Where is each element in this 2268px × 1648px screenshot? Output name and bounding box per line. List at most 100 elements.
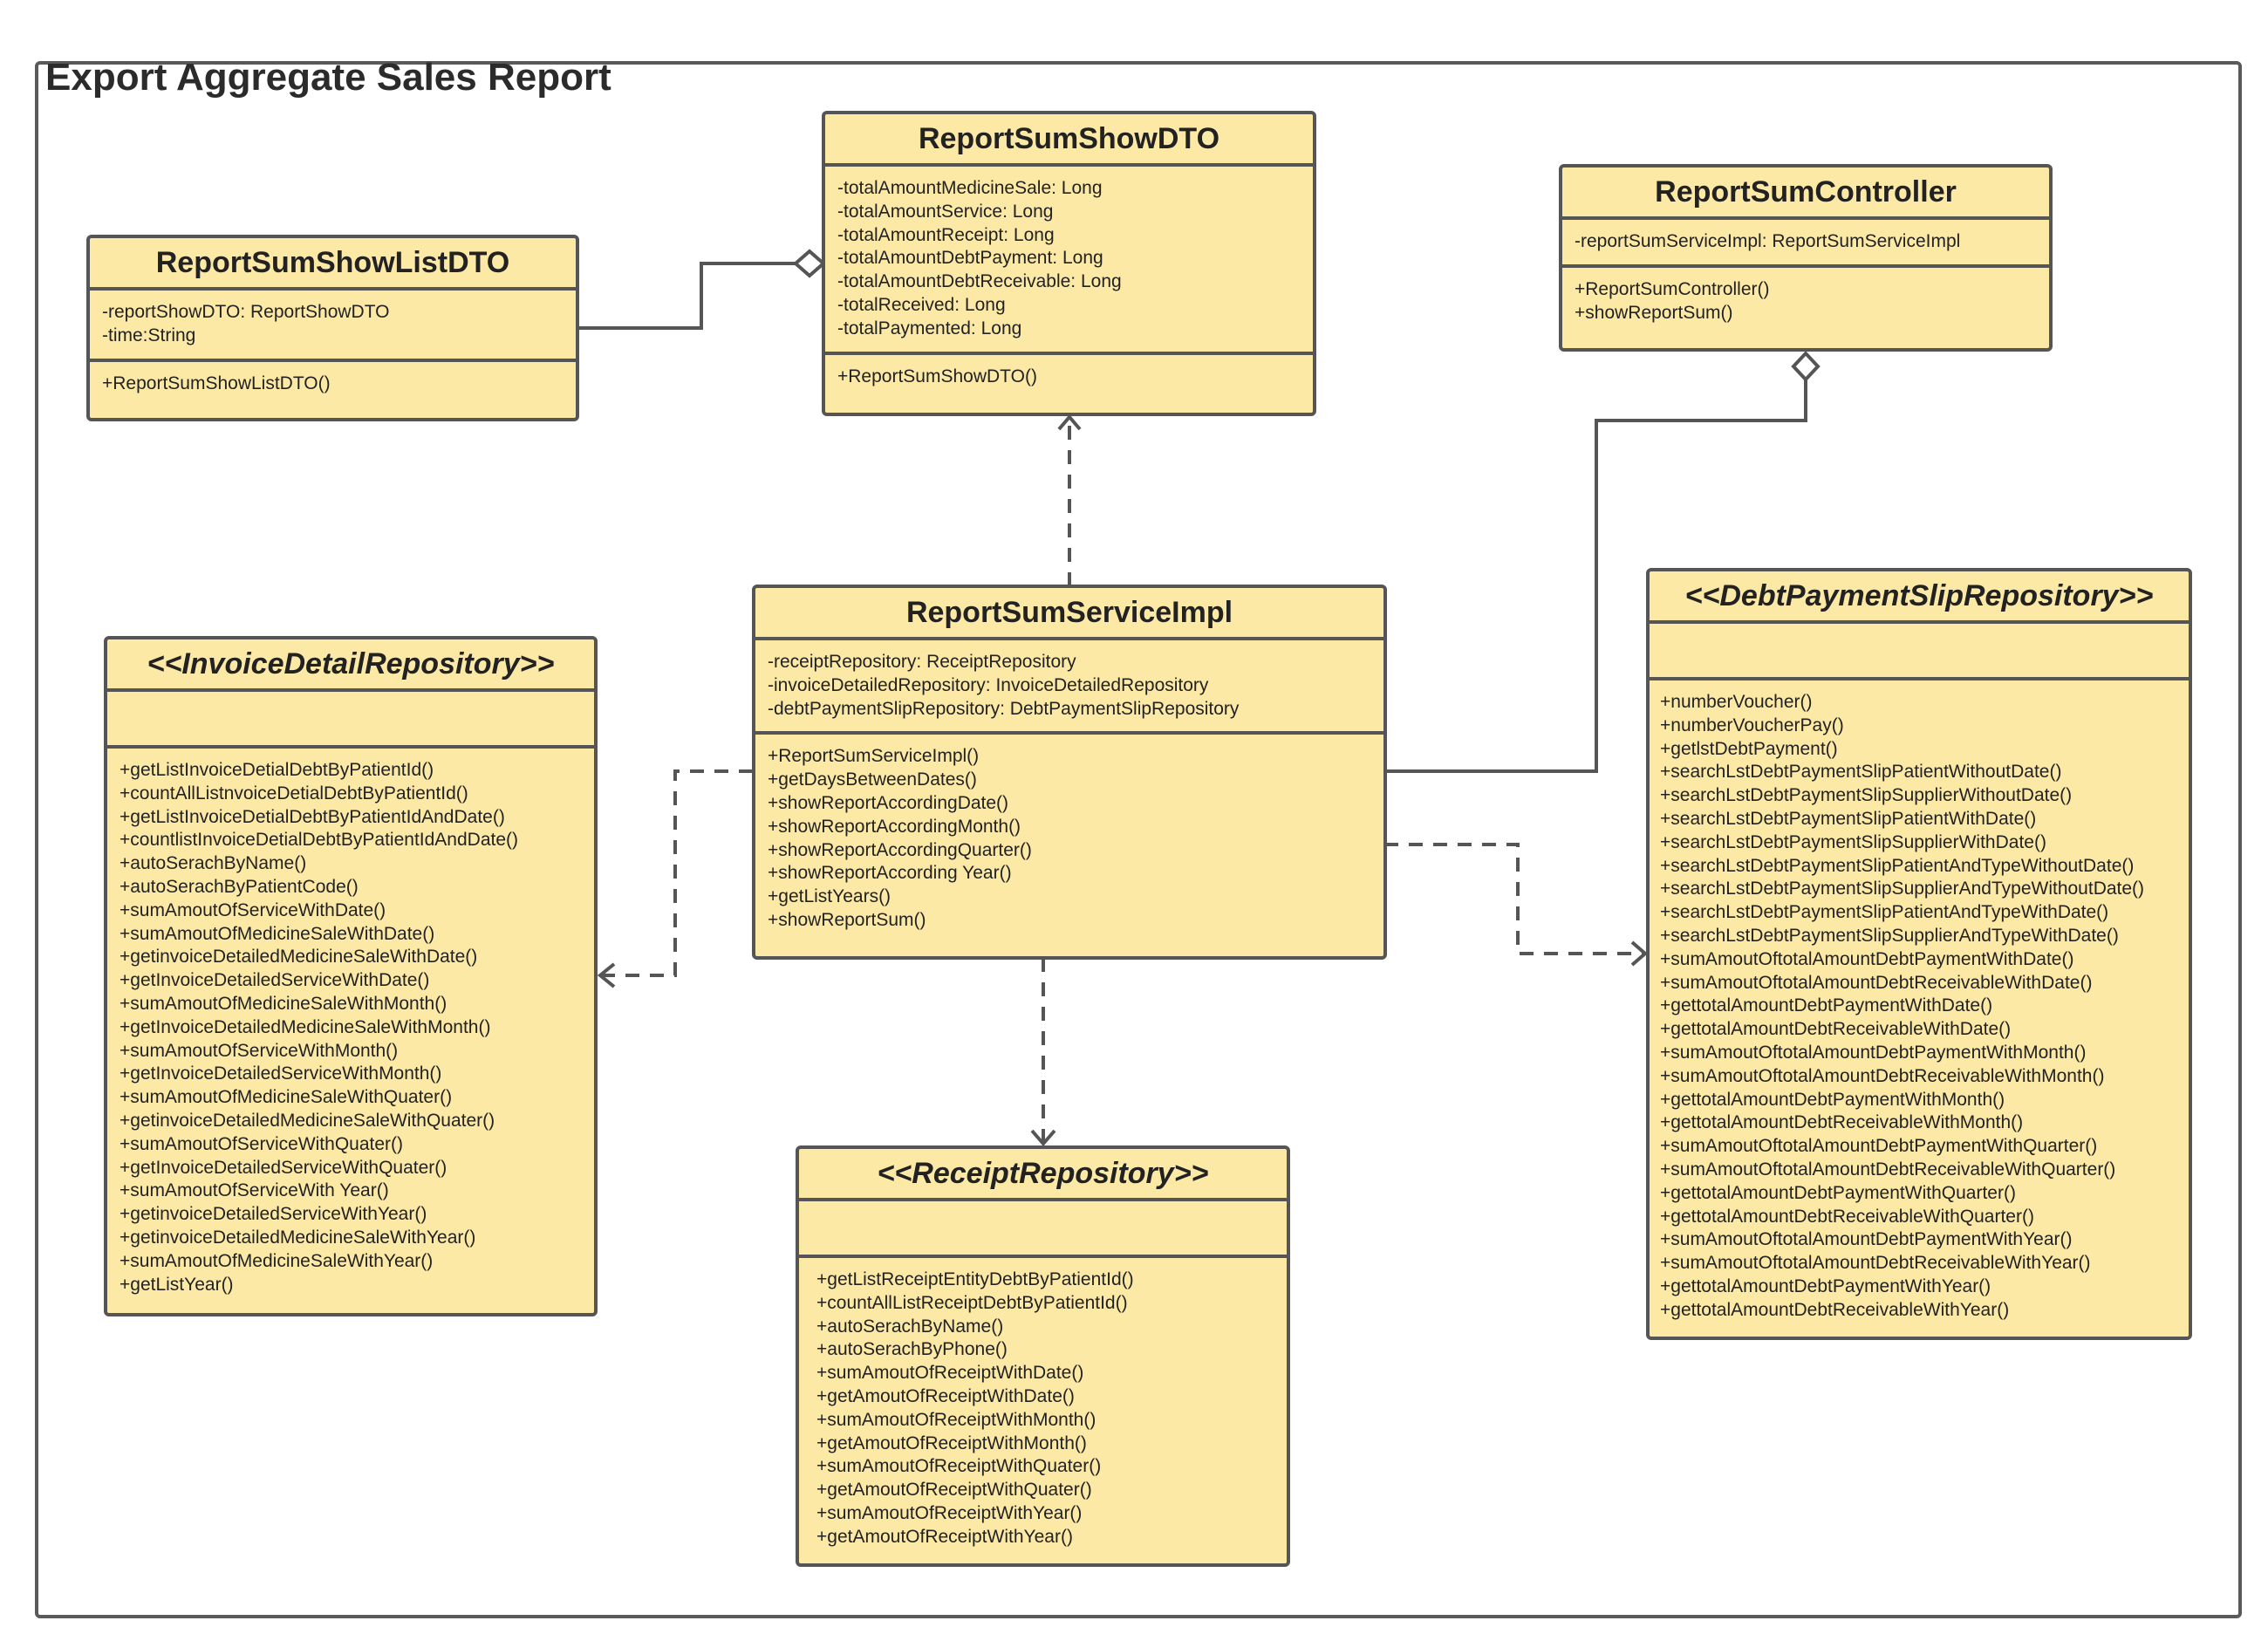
attributes-compartment: -reportSumServiceImpl: ReportSumServiceI…: [1562, 220, 2049, 268]
attributes-compartment: [799, 1201, 1287, 1258]
operation: +sumAmoutOfMedicineSaleWithQuater(): [120, 1087, 453, 1108]
operation: +searchLstDebtPaymentSlipSupplierWithDat…: [1660, 831, 2046, 852]
operation: +searchLstDebtPaymentSlipPatientAndTypeW…: [1660, 902, 2109, 923]
class-report-sum-show-dto[interactable]: ReportSumShowDTO -totalAmountMedicineSal…: [822, 111, 1316, 416]
attribute: -totalAmountMedicineSale: Long: [837, 178, 1103, 198]
operation: +sumAmoutOfReceiptWithQuater(): [816, 1456, 1102, 1477]
operation: +getInvoiceDetailedMedicineSaleWithMonth…: [120, 1016, 491, 1037]
operation: +gettotalAmountDebtPaymentWithDate(): [1660, 995, 1993, 1016]
operation: +sumAmoutOfServiceWithDate(): [120, 899, 386, 920]
attribute: -debtPaymentSlipRepository: DebtPaymentS…: [768, 698, 1240, 719]
attribute: -totalAmountDebtReceivable: Long: [837, 271, 1122, 292]
class-name: ReportSumShowDTO: [825, 114, 1313, 167]
dependency-arrowhead-debt: [1630, 940, 1649, 967]
operation: +gettotalAmountDebtPaymentWithMonth(): [1660, 1089, 2005, 1110]
operations-compartment: +ReportSumShowListDTO(): [90, 362, 576, 407]
operation: +searchLstDebtPaymentSlipSupplierWithout…: [1660, 785, 2073, 806]
operation: +ReportSumShowListDTO(): [102, 373, 331, 393]
operation: +sumAmoutOftotalAmountDebtReceivableWith…: [1660, 972, 2093, 993]
aggregation-line-listdto-showdto: [577, 262, 796, 330]
operation: +getListYears(): [768, 886, 891, 907]
operation: +showReportAccordingDate(): [768, 792, 1009, 813]
operation: +autoSerachByName(): [120, 853, 307, 874]
operations-compartment: +ReportSumServiceImpl() +getDaysBetweenD…: [755, 735, 1383, 942]
aggregation-line-service-controller: [1384, 380, 1807, 773]
class-report-sum-controller[interactable]: ReportSumController -reportSumServiceImp…: [1559, 164, 2053, 352]
attribute: -totalPaymented: Long: [837, 318, 1022, 338]
operation: +searchLstDebtPaymentSlipPatientWithoutD…: [1660, 762, 2062, 783]
operation: +showReportAccordingQuarter(): [768, 839, 1032, 860]
class-invoice-detail-repository[interactable]: <<InvoiceDetailRepository>> +getListInvo…: [104, 636, 598, 1316]
class-name: ReportSumShowListDTO: [90, 238, 576, 291]
attribute: -time:String: [102, 325, 196, 345]
operation: +gettotalAmountDebtReceivableWithMonth(): [1660, 1112, 2024, 1133]
operation: +gettotalAmountDebtPaymentWithYear(): [1660, 1275, 1991, 1296]
operation: +sumAmoutOfReceiptWithMonth(): [816, 1409, 1096, 1430]
operation: +sumAmoutOfServiceWithQuater(): [120, 1133, 404, 1154]
dependency-arrowhead-receipt: [1030, 1129, 1056, 1147]
operation: +getAmoutOfReceiptWithQuater(): [816, 1480, 1092, 1501]
operation: +showReportSum(): [768, 909, 926, 930]
operation: +getinvoiceDetailedServiceWithYear(): [120, 1204, 427, 1225]
operation: +sumAmoutOfMedicineSaleWithMonth(): [120, 993, 447, 1014]
operation: +showReportSum(): [1575, 302, 1733, 323]
attributes-compartment: [107, 692, 594, 749]
operation: +sumAmoutOftotalAmountDebtReceivableWith…: [1660, 1253, 2091, 1274]
class-name: <<InvoiceDetailRepository>>: [107, 639, 594, 692]
attributes-compartment: -reportShowDTO: ReportShowDTO -time:Stri…: [90, 291, 576, 362]
operation: +sumAmoutOfServiceWith Year(): [120, 1180, 389, 1201]
operation: +getAmoutOfReceiptWithDate(): [816, 1385, 1075, 1406]
operations-compartment: +numberVoucher() +numberVoucherPay() +ge…: [1650, 680, 2189, 1333]
operation: +getlstDebtPayment(): [1660, 738, 1838, 759]
operation: +searchLstDebtPaymentSlipSupplierAndType…: [1660, 925, 2119, 946]
operation: +sumAmoutOfReceiptWithDate(): [816, 1363, 1084, 1384]
operation: +countlistInvoiceDetialDebtByPatientIdAn…: [120, 830, 518, 851]
operation: +searchLstDebtPaymentSlipSupplierAndType…: [1660, 879, 2145, 899]
operation: +gettotalAmountDebtReceivableWithDate(): [1660, 1019, 2012, 1040]
operation: +sumAmoutOfMedicineSaleWithYear(): [120, 1250, 434, 1271]
operation: +ReportSumController(): [1575, 278, 1770, 299]
operation: +autoSerachByPatientCode(): [120, 876, 359, 897]
diagram-frame: [35, 61, 2242, 1618]
attribute: -receiptRepository: ReceiptRepository: [768, 652, 1076, 672]
attribute: -reportShowDTO: ReportShowDTO: [102, 302, 390, 322]
diagram-title: Export Aggregate Sales Report: [45, 56, 611, 99]
operation: +getinvoiceDetailedMedicineSaleWithDate(…: [120, 947, 478, 968]
operation: +sumAmoutOfMedicineSaleWithDate(): [120, 923, 435, 944]
aggregation-diamond-showdto: [792, 249, 827, 278]
operation: +ReportSumShowDTO(): [837, 366, 1037, 386]
class-debt-payment-slip-repository[interactable]: <<DebtPaymentSlipRepository>> +numberVou…: [1646, 568, 2192, 1340]
operation: +getListReceiptEntityDebtByPatientId(): [816, 1269, 1134, 1289]
class-name: ReportSumController: [1562, 168, 2049, 220]
class-receipt-repository[interactable]: <<ReceiptRepository>> +getListReceiptEnt…: [796, 1145, 1290, 1567]
operation: +countAllListnvoiceDetialDebtByPatientId…: [120, 783, 468, 803]
attributes-compartment: [1650, 624, 2189, 680]
operation: +gettotalAmountDebtReceivableWithYear(): [1660, 1299, 2010, 1320]
operation: +getInvoiceDetailedServiceWithQuater(): [120, 1157, 447, 1178]
operation: +sumAmoutOftotalAmountDebtPaymentWithMon…: [1660, 1042, 2087, 1063]
dependency-arrowhead-showdto: [1057, 414, 1082, 431]
attribute: -totalAmountReceipt: Long: [837, 224, 1055, 245]
operations-compartment: +ReportSumShowDTO(): [825, 355, 1313, 400]
class-name: <<DebtPaymentSlipRepository>>: [1650, 571, 2189, 624]
class-name: ReportSumServiceImpl: [755, 588, 1383, 640]
attribute: -totalAmountService: Long: [837, 201, 1054, 222]
operation: +getinvoiceDetailedMedicineSaleWithQuate…: [120, 1110, 495, 1131]
attribute: -reportSumServiceImpl: ReportSumServiceI…: [1575, 231, 1961, 251]
operation: +countAllListReceiptDebtByPatientId(): [816, 1292, 1128, 1313]
class-report-sum-service-impl[interactable]: ReportSumServiceImpl -receiptRepository:…: [752, 585, 1387, 960]
attributes-compartment: -totalAmountMedicineSale: Long -totalAmo…: [825, 167, 1313, 355]
class-report-sum-show-list-dto[interactable]: ReportSumShowListDTO -reportShowDTO: Rep…: [86, 235, 579, 421]
operations-compartment: +getListReceiptEntityDebtByPatientId() +…: [799, 1258, 1287, 1560]
operation: +getListYear(): [120, 1274, 234, 1295]
attribute: -totalAmountDebtPayment: Long: [837, 248, 1103, 269]
operation: +autoSerachByName(): [816, 1316, 1004, 1337]
operation: +numberVoucher(): [1660, 692, 1813, 712]
operation: +getInvoiceDetailedServiceWithMonth(): [120, 1063, 442, 1084]
operations-compartment: +ReportSumController() +showReportSum(): [1562, 268, 2049, 336]
attribute: -invoiceDetailedRepository: InvoiceDetai…: [768, 674, 1209, 695]
operation: +showReportAccording Year(): [768, 863, 1012, 884]
operation: +sumAmoutOftotalAmountDebtPaymentWithQua…: [1660, 1136, 2098, 1157]
operations-compartment: +getListInvoiceDetialDebtByPatientId() +…: [107, 749, 594, 1307]
